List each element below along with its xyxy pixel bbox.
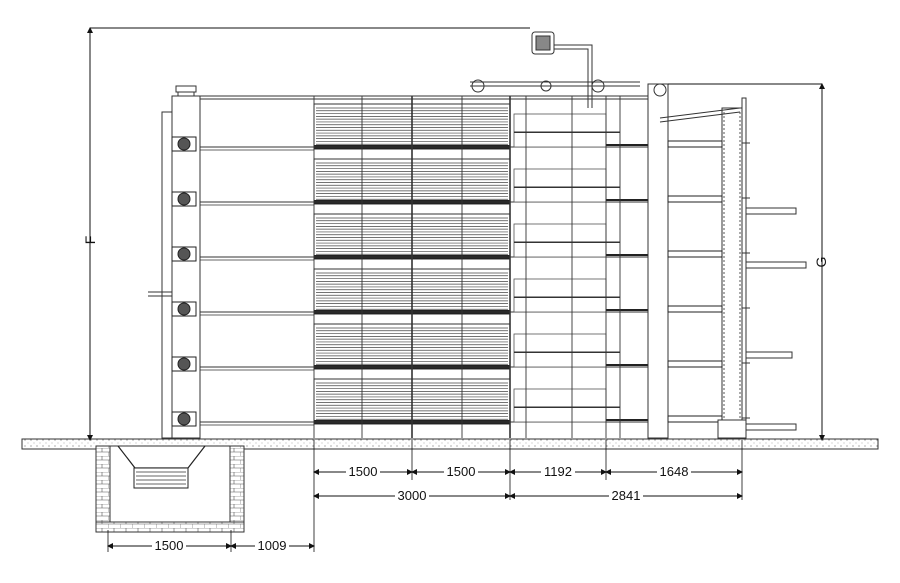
dimension-f-label: F (82, 236, 98, 245)
drive-motor (171, 246, 197, 262)
drive-motor (171, 136, 197, 152)
left-drive-end (148, 85, 201, 439)
dim-bay-4: 1648 (660, 464, 689, 479)
cage-tier (200, 323, 722, 371)
cage-tier (200, 213, 722, 261)
collection-shelf (667, 360, 750, 368)
collection-shelf (667, 140, 750, 148)
bottom-dimensions: 1500 1500 1192 1648 3000 2841 1500 1009 (107, 440, 743, 553)
cage-frames (313, 96, 649, 438)
cage-tier (200, 103, 722, 151)
height-dimension-g: G (668, 83, 829, 441)
drive-motor (171, 191, 197, 207)
collection-shelf (667, 195, 750, 203)
collection-shelf (667, 250, 750, 258)
dim-bay-2: 1500 (447, 464, 476, 479)
drive-motor (171, 301, 197, 317)
cage-tier (200, 378, 722, 426)
cage-tier (200, 158, 722, 206)
drive-motor (171, 356, 197, 372)
dimension-g-label: G (813, 257, 829, 268)
collection-shelf (667, 415, 750, 423)
floor-slab (21, 438, 879, 450)
collection-shelves (667, 140, 807, 431)
top-blower (470, 31, 640, 108)
dim-bay-3: 1192 (544, 464, 572, 479)
dim-pit-width: 1500 (155, 538, 184, 553)
dim-pit-offset: 1009 (258, 538, 287, 553)
height-dimension-f: F (82, 27, 530, 441)
dim-left-total: 3000 (398, 488, 427, 503)
collection-shelf (667, 305, 750, 313)
dim-right-total: 2841 (612, 488, 641, 503)
motor-group (171, 136, 197, 427)
top-beam (200, 95, 660, 100)
manure-pit (95, 445, 245, 533)
egg-elevator (647, 83, 807, 439)
cage-tier (200, 268, 722, 316)
dim-bay-1: 1500 (349, 464, 378, 479)
cage-tiers (200, 103, 722, 426)
drive-motor (171, 411, 197, 427)
